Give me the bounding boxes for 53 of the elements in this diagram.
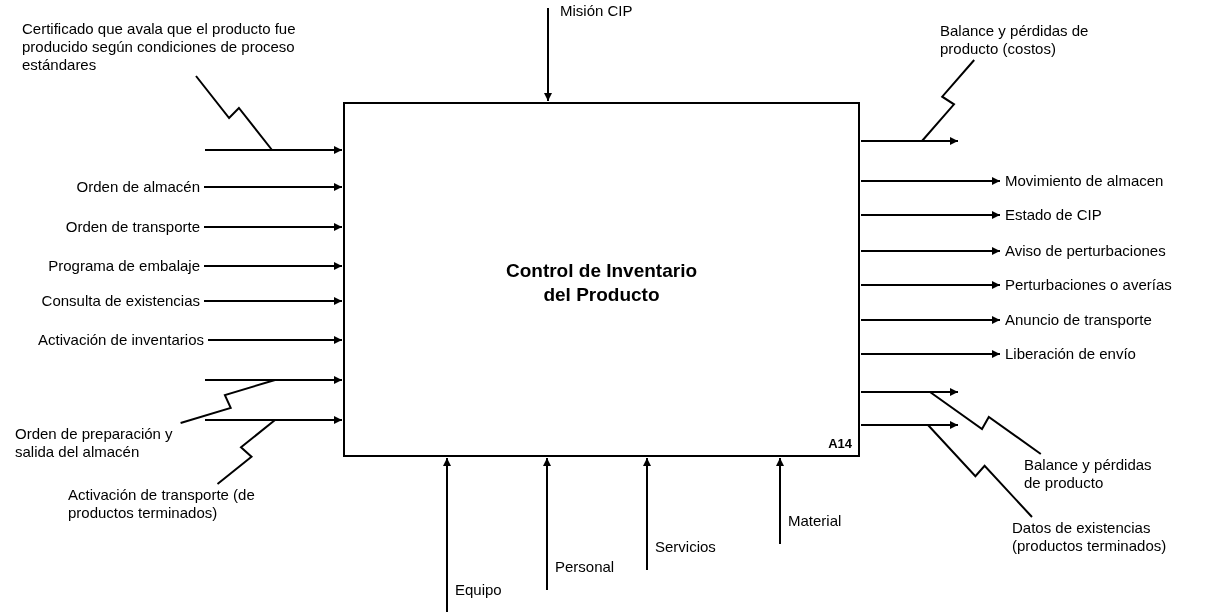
arrow <box>443 457 451 613</box>
input-label: Orden de almacén <box>0 178 200 196</box>
leader-line <box>927 424 1033 518</box>
arrow <box>544 7 552 102</box>
output-label: Balance y pérdidas de producto (costos) <box>940 22 1130 58</box>
arrow <box>203 183 343 191</box>
arrow <box>860 281 1001 289</box>
activity-title: Control de Inventario del Producto <box>504 259 699 307</box>
arrow <box>204 146 343 154</box>
mechanism-label: Servicios <box>655 538 735 556</box>
arrow <box>860 388 959 396</box>
arrow <box>207 336 343 344</box>
mechanism-label: Material <box>788 512 868 530</box>
output-label: Perturbaciones o averías <box>1005 276 1219 294</box>
input-label: Consulta de existencias <box>0 292 200 310</box>
arrow <box>203 262 343 270</box>
output-label: Estado de CIP <box>1005 206 1215 224</box>
arrow <box>204 376 343 384</box>
arrow <box>860 247 1001 255</box>
arrow <box>204 416 343 424</box>
arrow <box>203 223 343 231</box>
output-label: Aviso de perturbaciones <box>1005 242 1215 260</box>
activity-box <box>343 102 860 457</box>
arrow <box>776 457 784 545</box>
input-label: Activación de transporte (de productos terminados) <box>68 486 298 522</box>
input-label: Orden de preparación y salida del almacén <box>15 425 195 461</box>
input-label: Orden de transporte <box>0 218 200 236</box>
arrow <box>860 211 1001 219</box>
leader-line <box>195 75 273 151</box>
mechanism-label: Personal <box>555 558 635 576</box>
arrow <box>643 457 651 571</box>
arrow <box>860 421 959 429</box>
arrow <box>860 316 1001 324</box>
output-label: Datos de existencias (productos terminados) <box>1012 519 1212 555</box>
output-label: Anuncio de transporte <box>1005 311 1215 329</box>
activity-code: A14 <box>828 436 852 451</box>
input-label: Certificado que avala que el producto fue producido según condiciones de proceso estándares <box>22 20 312 74</box>
leader-line <box>179 379 276 424</box>
input-label: Activación de inventarios <box>0 331 204 349</box>
arrow <box>860 137 959 145</box>
output-label: Movimiento de almacen <box>1005 172 1215 190</box>
arrow <box>203 297 343 305</box>
leader-line <box>921 59 976 142</box>
arrow <box>860 177 1001 185</box>
leader-line <box>929 391 1042 455</box>
input-label: Programa de embalaje <box>0 257 200 275</box>
arrow <box>860 350 1001 358</box>
arrow <box>543 457 551 591</box>
mechanism-label: Equipo <box>455 581 535 599</box>
output-label: Liberación de envío <box>1005 345 1215 363</box>
leader-line <box>216 419 276 485</box>
output-label: Balance y pérdidas de producto <box>1024 456 1164 492</box>
control-label: Misión CIP <box>560 2 660 20</box>
